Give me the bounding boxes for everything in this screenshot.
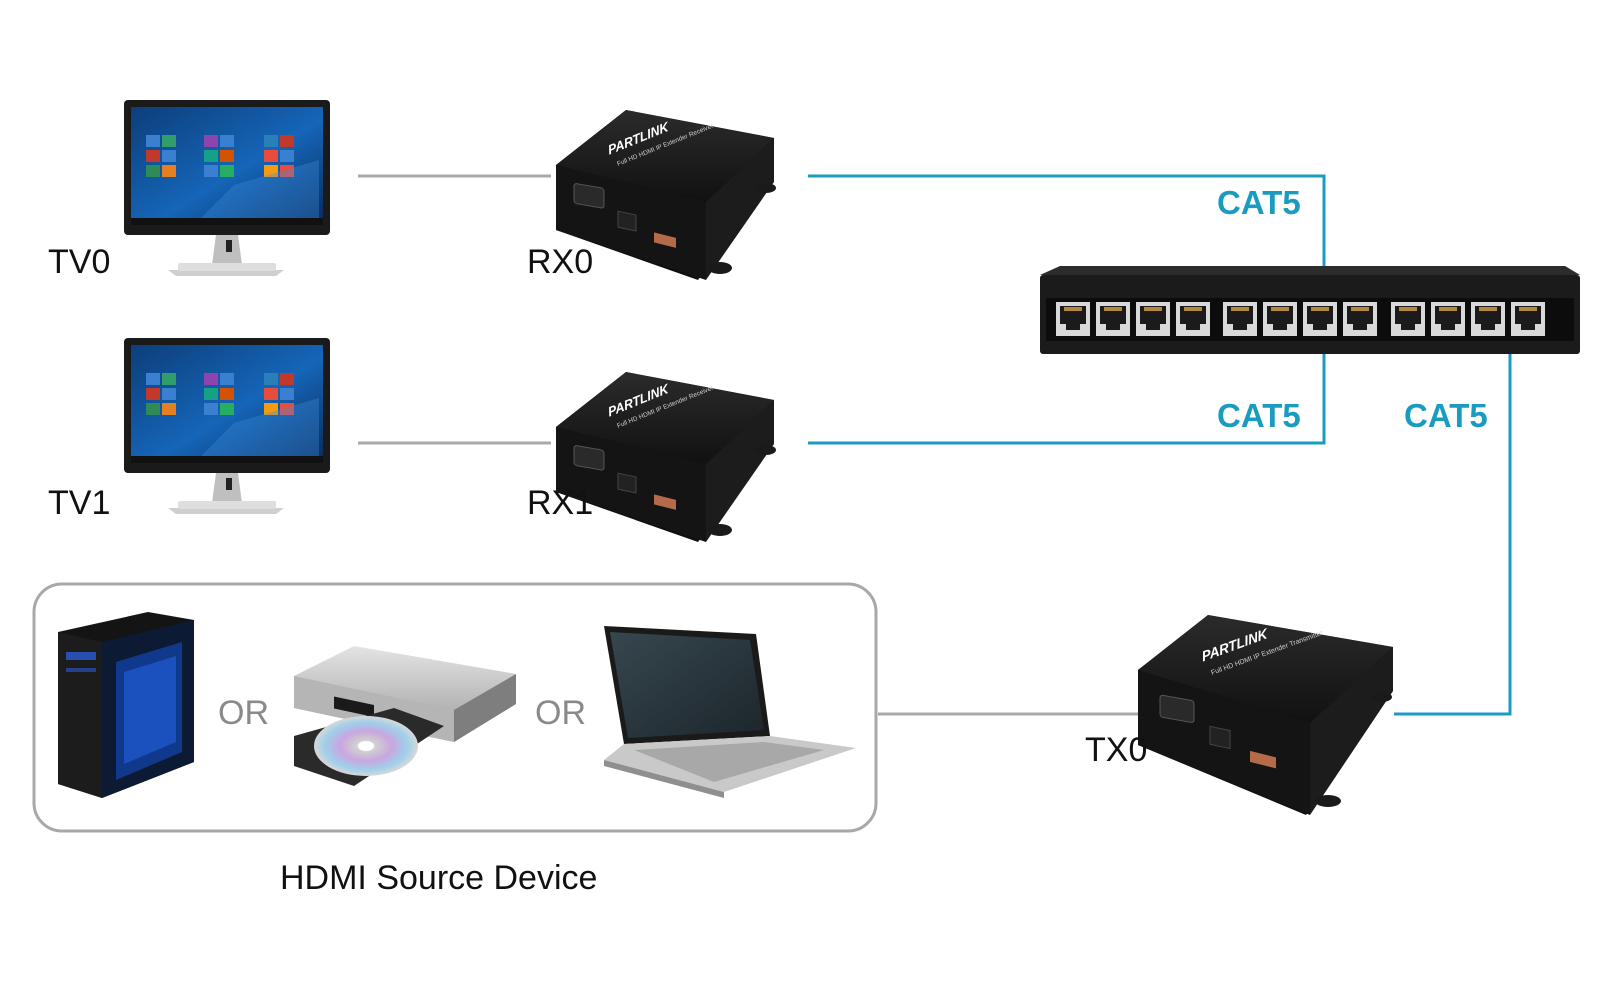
rj45-port-socket xyxy=(1060,306,1086,330)
rj45-port-socket xyxy=(1347,306,1373,330)
rj45-port-socket xyxy=(1515,306,1541,330)
network-cables xyxy=(808,174,1512,716)
rj45-port-socket xyxy=(1475,306,1501,330)
rj45-port-pins xyxy=(1271,307,1289,311)
rx1-label: RX1 xyxy=(527,484,593,522)
hdmi-cables xyxy=(358,174,1138,716)
tv0-label: TV0 xyxy=(48,243,110,281)
receiver-icon: PARTLINK Full HD HDMI IP Extender Receiv… xyxy=(556,110,776,280)
rj45-port-socket xyxy=(1140,306,1166,330)
cat5-label-rx0: CAT5 xyxy=(1217,184,1301,221)
source-device-frame xyxy=(32,582,878,833)
tx0-label: TX0 xyxy=(1085,731,1147,769)
rj45-port-pins xyxy=(1351,307,1369,311)
or-separator: OR xyxy=(218,694,269,732)
rj45-port-socket xyxy=(1395,306,1421,330)
monitor-icon xyxy=(124,100,330,276)
tv1-label: TV1 xyxy=(48,484,110,522)
switch-ports xyxy=(1056,302,1545,336)
rj45-port-pins xyxy=(1144,307,1162,311)
desktop-pc-icon xyxy=(58,612,194,798)
monitor-icon xyxy=(124,338,330,514)
cat5-label-rx1: CAT5 xyxy=(1217,397,1301,434)
rj45-port-pins xyxy=(1184,307,1202,311)
rj45-port-pins xyxy=(1439,307,1457,311)
cable-rx0-switch xyxy=(808,174,1326,267)
device-labels: TV0 TV1 RX0 RX1 TX0 HDMI Source Device xyxy=(48,243,1147,897)
cable-rx1-switch xyxy=(808,354,1326,445)
cable-labels: CAT5 CAT5 CAT5 xyxy=(1217,184,1488,434)
rj45-port-socket xyxy=(1435,306,1461,330)
cat5-label-tx0: CAT5 xyxy=(1404,397,1488,434)
rj45-port-socket xyxy=(1267,306,1293,330)
rj45-port-socket xyxy=(1180,306,1206,330)
rj45-port-pins xyxy=(1231,307,1249,311)
cable-tx0-switch xyxy=(1394,354,1512,716)
or-separator: OR xyxy=(535,694,586,732)
network-switch-icon xyxy=(1040,266,1580,354)
dvd-player-icon xyxy=(294,646,516,786)
rj45-port-pins xyxy=(1519,307,1537,311)
transmitter-icon: PARTLINK Full HD HDMI IP Extender Transm… xyxy=(1138,615,1393,815)
rj45-port-socket xyxy=(1100,306,1126,330)
laptop-icon xyxy=(604,626,856,798)
rx0-label: RX0 xyxy=(527,243,593,281)
receiver-icon: PARTLINK Full HD HDMI IP Extender Receiv… xyxy=(556,372,776,542)
rj45-port-pins xyxy=(1311,307,1329,311)
rj45-port-pins xyxy=(1479,307,1497,311)
source-device-title: HDMI Source Device xyxy=(280,859,597,897)
rj45-port-pins xyxy=(1399,307,1417,311)
rj45-port-socket xyxy=(1227,306,1253,330)
rj45-port-pins xyxy=(1104,307,1122,311)
rj45-port-pins xyxy=(1064,307,1082,311)
rj45-port-socket xyxy=(1307,306,1333,330)
